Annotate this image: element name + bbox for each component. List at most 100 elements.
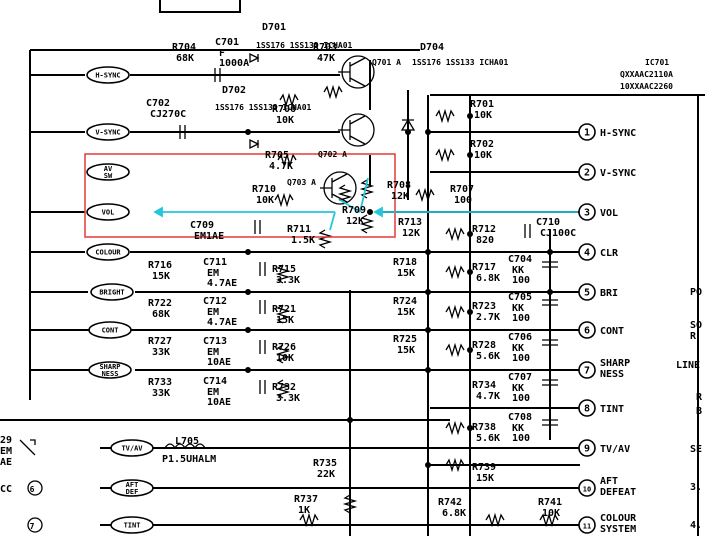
resistor-ref: R726 — [272, 342, 296, 353]
resistor-value: 33K — [152, 347, 170, 358]
resistor-ref: R742 — [438, 497, 462, 508]
capacitor-value: CJ100C — [540, 228, 576, 239]
signal-tag-label: AFT — [126, 481, 139, 489]
signal-tag-label: CONT — [102, 327, 119, 335]
capacitor-value: F — [219, 48, 225, 59]
resistor-ref: R734 — [472, 380, 496, 391]
resistor-ref: R715 — [272, 264, 296, 275]
ic-pin-5: 5 BRI — [578, 283, 618, 301]
capacitor-ref: C713 — [203, 336, 227, 347]
resistor-ref: R708 — [387, 180, 411, 191]
capacitor-value: 100 — [512, 433, 530, 444]
ic-ref: IC701 — [645, 58, 669, 67]
resistor-ref: R713 — [398, 217, 422, 228]
capacitor-value: KK — [512, 303, 524, 314]
capacitor-ref: C714 — [203, 376, 227, 387]
capacitor-value: EM — [207, 307, 219, 318]
signal-tag: TINT — [110, 516, 154, 534]
ic-pin-name: CLR — [600, 248, 619, 259]
signal-tag-label: SW — [104, 172, 113, 180]
right-edge-label: LINE — [676, 360, 700, 371]
ic-pin-number: 6 — [584, 326, 590, 337]
capacitor-value: KK — [512, 423, 524, 434]
signal-tag-label: H-SYNC — [95, 72, 120, 80]
d701-ref: D701 — [262, 22, 286, 33]
ic-pin-number: 5 — [584, 288, 590, 299]
resistor-value: 15K — [152, 271, 170, 282]
signal-tags: H-SYNCV-SYNCAVSWVOLCOLOURBRIGHTCONTSHARP… — [86, 66, 154, 534]
ic-pin-name: V-SYNC — [600, 168, 636, 179]
resistor-ref: R738 — [472, 422, 496, 433]
q701-label: Q701 A — [372, 58, 401, 67]
signal-tag-label: NESS — [102, 370, 119, 378]
capacitor-ref: C705 — [508, 292, 532, 303]
ic-pin-number: 8 — [584, 404, 590, 415]
signal-tag: TV/AV — [110, 439, 154, 457]
capacitor-value: CJ270C — [150, 109, 186, 120]
resistor-ref: R707 — [450, 184, 474, 195]
resistor-ref: R735 — [313, 458, 337, 469]
resistor-value: 3.3K — [276, 275, 300, 286]
resistor-value: 4.7K — [269, 161, 293, 172]
resistor-value: 68K — [152, 309, 170, 320]
right-edge-label: SO — [690, 320, 702, 331]
ic-pin-number: 7 — [584, 366, 590, 377]
capacitor-value: KK — [512, 383, 524, 394]
resistor-value: 10K — [542, 508, 560, 519]
ic-pin-name: BRI — [600, 288, 618, 299]
signal-tag-label: AV — [104, 165, 113, 173]
signal-tag-label: COLOUR — [95, 249, 121, 257]
resistor-ref: R722 — [148, 298, 172, 309]
resistor-ref: R704 — [172, 42, 196, 53]
capacitor-ref: C708 — [508, 412, 532, 423]
capacitor-ref: C701 — [215, 37, 239, 48]
ic-pin-name: CONT — [600, 326, 624, 337]
resistor-ref: R739 — [472, 462, 496, 473]
resistor-value: 2.7K — [476, 312, 500, 323]
resistor-ref: R718 — [393, 257, 417, 268]
resistor-ref: R711 — [287, 224, 311, 235]
right-edge-label: 4. — [690, 520, 702, 531]
resistor-value: 68K — [176, 53, 194, 64]
resistor-value: 10K — [474, 110, 492, 121]
signal-tag-label: TV/AV — [121, 445, 143, 453]
right-edge-label: PO — [690, 287, 702, 298]
left-edge-label: EM — [0, 446, 12, 457]
capacitor-ref: C702 — [146, 98, 170, 109]
capacitor-value: 4.7AE — [207, 317, 237, 328]
resistor-ref: R716 — [148, 260, 172, 271]
capacitor-ref: C704 — [508, 254, 532, 265]
resistor-ref: R725 — [393, 334, 417, 345]
capacitor-ref: C712 — [203, 296, 227, 307]
resistor-value: 3.3K — [276, 393, 300, 404]
signal-tag: VOL — [86, 203, 130, 221]
resistor-value: 1.5K — [291, 235, 315, 246]
resistor-value: 22K — [317, 469, 335, 480]
left-edge-label: AE — [0, 457, 12, 468]
resistor-ref: R733 — [148, 377, 172, 388]
